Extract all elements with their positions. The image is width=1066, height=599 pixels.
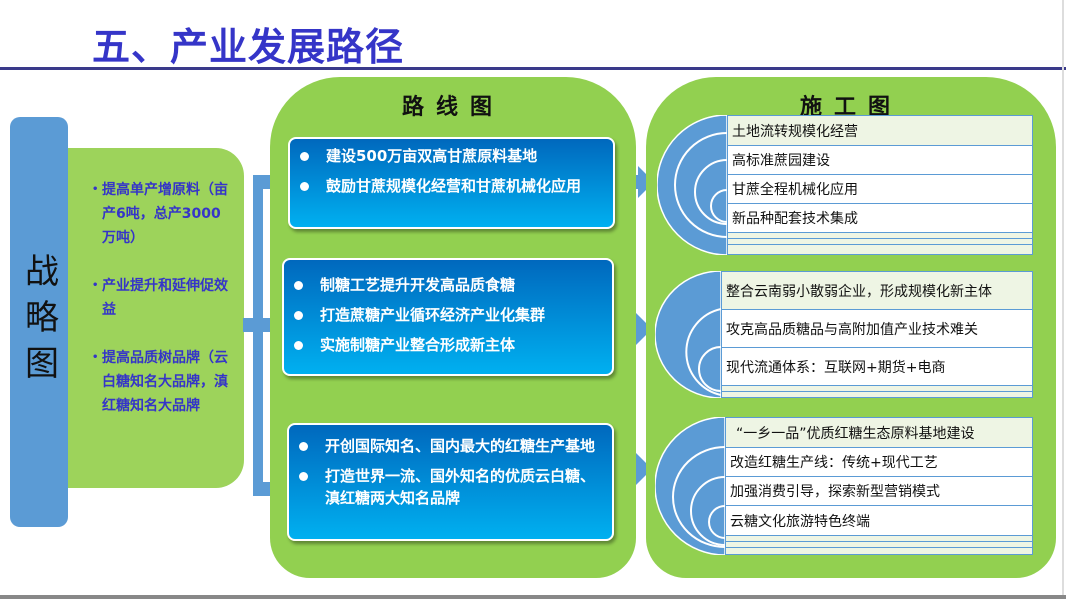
construction-row: 加强消费引导，探索新型营销模式 — [726, 477, 1032, 506]
roadmap-item: 打造蔗糖产业循环经济产业化集群 — [294, 304, 602, 326]
construction-row: “一乡一品”优质红糖生态原料基地建设 — [726, 418, 1032, 448]
construction-row: 云糖文化旅游特色终端 — [726, 506, 1032, 536]
construction-panel: 施工图 土地流转规模化经营 高标准蔗园建设 甘蔗全程机械化应用 新品种配套技术集… — [646, 77, 1056, 578]
construction-row: 高标准蔗园建设 — [728, 146, 1032, 175]
roadmap-item: 制糖工艺提升开发高品质食糖 — [294, 274, 602, 296]
title-divider — [0, 67, 1066, 70]
bottom-bar — [0, 595, 1066, 599]
roadmap-item: 建设500万亩双高甘蔗原料基地 — [300, 145, 603, 167]
construction-row: 新品种配套技术集成 — [728, 204, 1032, 233]
roadmap-item: 开创国际知名、国内最大的红糖生产基地 — [299, 435, 602, 457]
construction-row: 改造红糖生产线：传统+现代工艺 — [726, 448, 1032, 477]
roadmap-box: 建设500万亩双高甘蔗原料基地鼓励甘蔗规模化经营和甘蔗机械化应用 — [288, 137, 615, 229]
roadmap-box: 制糖工艺提升开发高品质食糖打造蔗糖产业循环经济产业化集群实施制糖产业整合形成新主… — [282, 258, 614, 376]
strategy-label: 战略图 — [18, 253, 59, 391]
slide-title: 五、产业发展路径 — [92, 25, 405, 69]
construction-row: 甘蔗全程机械化应用 — [728, 175, 1032, 204]
slide-edge — [1062, 0, 1064, 599]
strategy-label-pill: 战略图 — [10, 117, 68, 527]
roadmap-header: 路线图 — [401, 95, 504, 120]
construction-row: 现代流通体系：互联网+期货+电商 — [722, 348, 1032, 386]
concentric-arc-icon — [655, 271, 721, 398]
arrow-right-icon — [618, 166, 654, 198]
bracket-bar — [253, 178, 263, 494]
construction-row: 攻克高品质糖品与高附加值产业技术难关 — [722, 310, 1032, 348]
strategy-item: 提高品质树品牌（云白糖知名大品牌，滇红糖知名大品牌 — [92, 346, 230, 418]
construction-group: “一乡一品”优质红糖生态原料基地建设 改造红糖生产线：传统+现代工艺 加强消费引… — [655, 417, 1033, 555]
construction-row: 整合云南弱小散弱企业，形成规模化新主体 — [722, 272, 1032, 310]
construction-row: 土地流转规模化经营 — [728, 116, 1032, 146]
strategy-item: 提高单产增原料（亩产6吨，总产3000万吨） — [92, 178, 230, 250]
roadmap-item: 实施制糖产业整合形成新主体 — [294, 334, 602, 356]
roadmap-box: 开创国际知名、国内最大的红糖生产基地打造世界一流、国外知名的优质云白糖、滇红糖两… — [287, 423, 614, 541]
strategy-item: 产业提升和延伸促效益 — [92, 274, 230, 322]
roadmap-panel: 路线图 建设500万亩双高甘蔗原料基地鼓励甘蔗规模化经营和甘蔗机械化应用 制糖工… — [270, 77, 636, 578]
construction-group: 整合云南弱小散弱企业，形成规模化新主体 攻克高品质糖品与高附加值产业技术难关 现… — [655, 271, 1033, 398]
concentric-arc-icon — [657, 115, 727, 255]
roadmap-item: 打造世界一流、国外知名的优质云白糖、滇红糖两大知名品牌 — [299, 465, 602, 509]
roadmap-item: 鼓励甘蔗规模化经营和甘蔗机械化应用 — [300, 175, 603, 197]
concentric-arc-icon — [655, 417, 725, 555]
strategy-box: 提高单产增原料（亩产6吨，总产3000万吨） 产业提升和延伸促效益 提高品质树品… — [68, 148, 244, 488]
construction-group: 土地流转规模化经营 高标准蔗园建设 甘蔗全程机械化应用 新品种配套技术集成 — [657, 115, 1033, 255]
